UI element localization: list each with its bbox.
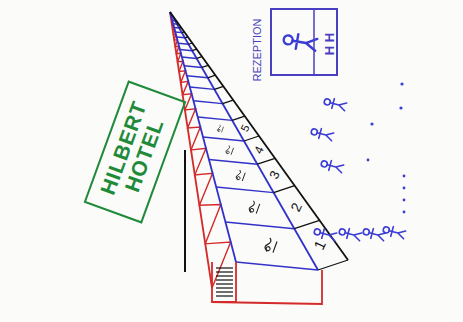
- reception-counter: [313, 10, 315, 74]
- room-divider: [193, 101, 222, 104]
- door-grille: [216, 267, 233, 268]
- number-divider: [244, 136, 259, 141]
- corridor: [170, 12, 348, 304]
- receptionist-figure: [282, 32, 317, 53]
- number-divider: [189, 43, 193, 44]
- number-divider: [214, 86, 223, 89]
- guest-queue: [310, 82, 406, 241]
- corridor-edge: [170, 12, 318, 270]
- number-divider: [192, 49, 197, 51]
- guest: [323, 96, 347, 111]
- number-divider: [197, 57, 202, 59]
- number-divider: [175, 20, 176, 22]
- room-number-cell: 4: [247, 138, 271, 162]
- room-divider: [184, 66, 202, 68]
- room-divider: [177, 36, 185, 38]
- number-divider: [257, 158, 275, 164]
- guest: [382, 224, 406, 239]
- ellipsis-dots: [367, 82, 406, 213]
- sign-text: HILBERT HOTEL: [86, 83, 176, 219]
- guest: [362, 226, 386, 241]
- number-divider: [177, 23, 178, 25]
- room-number-cell: 1: [308, 233, 332, 257]
- hotel-sign: HILBERT HOTEL: [84, 80, 187, 223]
- number-strip-edge: [170, 12, 348, 260]
- room-divider: [203, 137, 244, 141]
- number-divider: [179, 27, 181, 29]
- room-divider: [209, 160, 257, 165]
- room-divider: [190, 87, 215, 89]
- guest: [310, 126, 334, 141]
- reception-heading: REZEPTION: [252, 19, 264, 82]
- room-divider: [182, 57, 197, 58]
- key-letters: H H: [323, 33, 337, 55]
- room-divider: [225, 222, 294, 229]
- reception-box: REZEPTIONH H: [270, 8, 338, 76]
- guest: [320, 158, 344, 173]
- number-divider: [294, 220, 319, 228]
- number-divider: [274, 186, 295, 193]
- number-divider: [182, 31, 184, 33]
- door-grille: [216, 279, 233, 280]
- room-guest: [217, 125, 224, 133]
- sign-post: [184, 150, 186, 272]
- receptionist: [282, 10, 317, 74]
- room-guest: [264, 237, 278, 253]
- room-divider: [216, 187, 273, 193]
- door-grille: [216, 295, 233, 296]
- room-number: 4: [247, 138, 271, 162]
- room-divider: [187, 76, 208, 78]
- number-divider: [208, 75, 216, 78]
- number-divider: [223, 100, 234, 104]
- wall-zigzag: [172, 22, 231, 288]
- door-grille: [216, 287, 233, 288]
- room-divider: [173, 23, 177, 25]
- number-divider: [185, 37, 188, 38]
- room-divider: [178, 43, 188, 44]
- room-divider: [236, 262, 318, 270]
- room-number: 3: [263, 163, 287, 187]
- guest: [338, 226, 362, 241]
- door-grille: [216, 283, 233, 284]
- room-divider: [198, 117, 232, 120]
- room-divider: [175, 31, 182, 33]
- number-divider: [202, 65, 208, 67]
- room-divider: [172, 20, 175, 22]
- room-guest: [248, 200, 260, 214]
- entrance: [212, 262, 322, 304]
- room-number: 1: [308, 233, 332, 257]
- room-number-cell: 3: [263, 163, 287, 187]
- room-divider: [174, 27, 179, 29]
- door-grille: [216, 291, 233, 292]
- room-number: 5: [233, 116, 257, 140]
- room-guest: [235, 170, 245, 182]
- number-divider: [232, 116, 245, 120]
- number-divider: [318, 260, 348, 270]
- room-divider: [180, 50, 192, 51]
- room-guest: [225, 145, 234, 155]
- door-grille: [216, 275, 233, 276]
- door-grille: [216, 271, 233, 272]
- room-number-cell: 5: [233, 116, 257, 140]
